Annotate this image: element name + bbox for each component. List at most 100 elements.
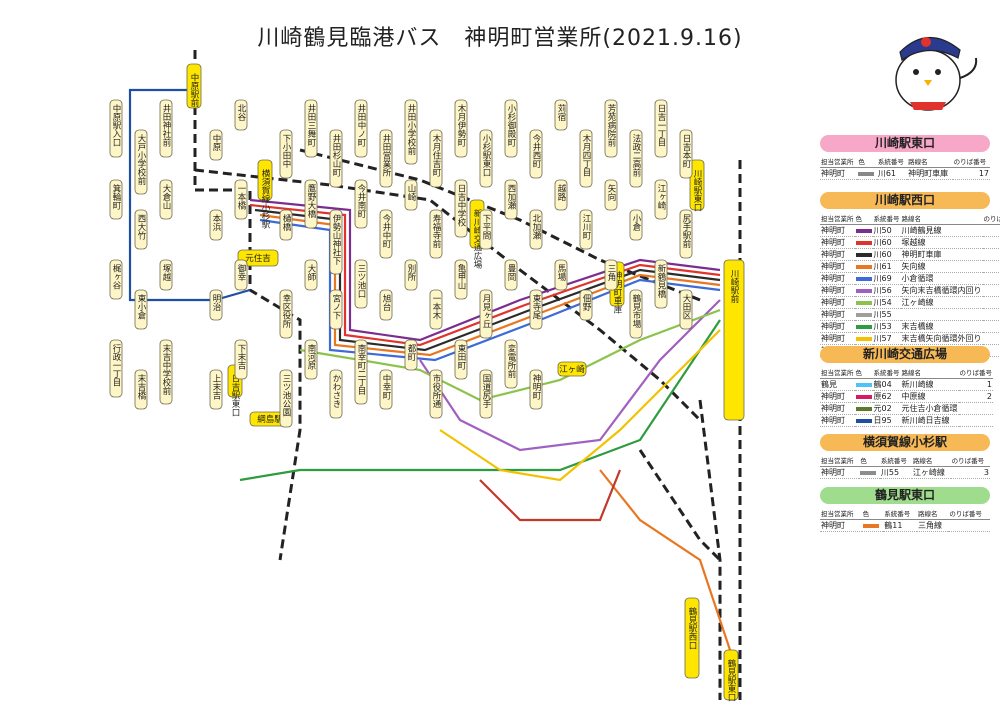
bus-stop[interactable]: 別所 bbox=[404, 259, 418, 291]
bus-stop[interactable]: 西大竹 bbox=[134, 209, 148, 250]
bus-stop[interactable]: 大田区 bbox=[679, 289, 693, 330]
route-row[interactable]: 神明町川69小倉循環57 bbox=[820, 272, 1000, 285]
bus-stop[interactable]: 井田営業所 bbox=[379, 129, 393, 188]
bus-stop[interactable]: 大倉山 bbox=[159, 179, 173, 220]
bus-stop[interactable]: 末吉橋 bbox=[134, 369, 148, 410]
bus-stop[interactable]: 馬場 bbox=[554, 259, 568, 291]
bus-stop[interactable]: 新鶴見橋 bbox=[654, 259, 668, 309]
bus-stop[interactable]: 小倉 bbox=[629, 209, 643, 241]
terminal-kosugi[interactable]: 横須賀線小杉駅 bbox=[257, 159, 273, 229]
bus-stop[interactable]: 木月伊勢町 bbox=[454, 99, 468, 158]
bus-stop[interactable]: 樋橋 bbox=[279, 209, 293, 241]
bus-stop[interactable]: 旭台 bbox=[379, 289, 393, 321]
bus-stop[interactable]: 日吉中学校 bbox=[454, 179, 468, 238]
terminal-kawasaki[interactable]: 川崎駅前 bbox=[723, 259, 745, 421]
bus-stop[interactable]: かわさき bbox=[329, 369, 343, 419]
bus-stop[interactable]: 伊勢山神社下 bbox=[329, 209, 343, 275]
bus-stop[interactable]: 井田小学校前 bbox=[404, 99, 418, 165]
bus-stop[interactable]: 行政一丁目 bbox=[109, 339, 123, 398]
bus-stop[interactable]: 西加瀬 bbox=[504, 179, 518, 220]
bus-stop[interactable]: 亀甲山 bbox=[454, 259, 468, 300]
bus-stop[interactable]: 鶴見市場 bbox=[629, 289, 643, 339]
bus-stop[interactable]: 塚越 bbox=[159, 259, 173, 291]
bus-stop[interactable]: 北谷 bbox=[234, 99, 248, 131]
route-row[interactable]: 神明町川50川崎鶴見線51 bbox=[820, 224, 1000, 237]
bus-stop[interactable]: 井田杉山町 bbox=[329, 129, 343, 188]
bus-stop[interactable]: 箕輪町 bbox=[109, 179, 123, 220]
bus-stop[interactable]: 幸区役所 bbox=[279, 289, 293, 339]
bus-stop[interactable]: 明治 bbox=[209, 289, 223, 321]
bus-stop[interactable]: 佃野 bbox=[579, 289, 593, 321]
bus-stop[interactable]: 一本橋 bbox=[234, 179, 248, 220]
bus-stop[interactable]: 南幸町二丁目 bbox=[354, 339, 368, 405]
terminal-egasaki[interactable]: 江ヶ崎 bbox=[557, 361, 587, 377]
bus-stop[interactable]: 東田町 bbox=[454, 339, 468, 380]
route-row[interactable]: 神明町川55 bbox=[820, 308, 1000, 321]
bus-stop[interactable]: 井田神社前 bbox=[159, 99, 173, 158]
bus-stop[interactable]: 今井南町 bbox=[354, 179, 368, 229]
bus-stop[interactable]: 芳苑病院前 bbox=[604, 99, 618, 158]
bus-stop[interactable]: 木月四丁目 bbox=[579, 129, 593, 188]
bus-stop[interactable]: 小杉駅東口 bbox=[479, 129, 493, 188]
bus-stop[interactable]: 豊岡 bbox=[504, 259, 518, 291]
bus-stop[interactable]: 神明町 bbox=[529, 369, 543, 410]
bus-stop[interactable]: 苅宿 bbox=[554, 99, 568, 131]
bus-stop[interactable]: 市役所通 bbox=[429, 369, 443, 419]
bus-stop[interactable]: 小杉御殿町 bbox=[504, 99, 518, 158]
bus-stop[interactable]: 寿福寺前 bbox=[429, 209, 443, 259]
bus-stop[interactable]: 井田三舞町 bbox=[304, 99, 318, 158]
bus-stop[interactable]: 日吉本町 bbox=[679, 129, 693, 179]
bus-stop[interactable]: 今井中町 bbox=[379, 209, 393, 259]
terminal-tsurumi_e[interactable]: 鶴見駅東口 bbox=[723, 649, 739, 702]
bus-stop[interactable]: 上末吉 bbox=[209, 369, 223, 410]
bus-stop[interactable]: 一本木 bbox=[429, 289, 443, 330]
route-map[interactable]: 川崎駅前中原駅前元住吉綱島駅日吉駅東口鶴見駅西口鶴見駅東口横須賀線小杉駅神明町車… bbox=[0, 0, 815, 727]
bus-stop[interactable]: 三角 bbox=[604, 259, 618, 291]
bus-stop[interactable]: 鷹野大橋 bbox=[304, 179, 318, 229]
bus-stop[interactable]: 木月住吉町 bbox=[429, 129, 443, 188]
bus-stop[interactable]: 末吉中学校前 bbox=[159, 339, 173, 405]
bus-stop[interactable]: 下平間 bbox=[479, 209, 493, 250]
bus-stop[interactable]: 大戸小学校前 bbox=[134, 129, 148, 195]
bus-stop[interactable]: 三ツ池口 bbox=[354, 259, 368, 309]
terminal-nakahara[interactable]: 中原駅前 bbox=[186, 63, 202, 109]
bus-stop[interactable]: 法政二高前 bbox=[629, 129, 643, 188]
bus-stop[interactable]: 矢向 bbox=[604, 179, 618, 211]
bus-stop[interactable]: 東小倉 bbox=[134, 289, 148, 330]
bus-stop[interactable]: 下末吉 bbox=[234, 339, 248, 380]
bus-stop[interactable]: 宮ノ下 bbox=[329, 289, 343, 330]
terminal-higashi[interactable]: 川崎駅東口 bbox=[689, 159, 705, 212]
bus-stop[interactable]: 江ヶ崎 bbox=[654, 179, 668, 220]
bus-stop[interactable]: 今井西町 bbox=[529, 129, 543, 179]
bus-stop[interactable]: 中幸町 bbox=[379, 369, 393, 410]
terminal-motosumiyoshi[interactable]: 元住吉 bbox=[237, 249, 279, 267]
route-row[interactable]: 神明町川53末吉橋線59 bbox=[820, 320, 1000, 333]
bus-stop[interactable]: 下小田中 bbox=[279, 129, 293, 179]
route-row[interactable]: 神明町川60塚越線56 bbox=[820, 236, 1000, 249]
bus-stop[interactable]: 江川町 bbox=[579, 209, 593, 250]
bus-stop[interactable]: 都町 bbox=[404, 339, 418, 371]
bus-stop[interactable]: 月見ヶ丘 bbox=[479, 289, 493, 339]
bus-stop[interactable]: 山崎 bbox=[404, 179, 418, 211]
bus-stop[interactable]: 本浜 bbox=[209, 209, 223, 241]
bus-stop[interactable]: 井田中ノ町 bbox=[354, 99, 368, 158]
terminal-tsurumi[interactable]: 鶴見駅西口 bbox=[684, 597, 700, 679]
bus-stop[interactable]: 東寺尾 bbox=[529, 289, 543, 330]
bus-stop[interactable]: 中原 bbox=[209, 129, 223, 161]
bus-stop[interactable]: 尻手駅前 bbox=[679, 209, 693, 259]
bus-stop[interactable]: 越路 bbox=[554, 179, 568, 211]
bus-stop[interactable]: 大師 bbox=[304, 259, 318, 291]
bus-stop[interactable]: 北加瀬 bbox=[529, 209, 543, 250]
bus-stop[interactable]: 三ツ池公園 bbox=[279, 369, 293, 428]
bus-stop[interactable]: 中原駅入口 bbox=[109, 99, 123, 158]
